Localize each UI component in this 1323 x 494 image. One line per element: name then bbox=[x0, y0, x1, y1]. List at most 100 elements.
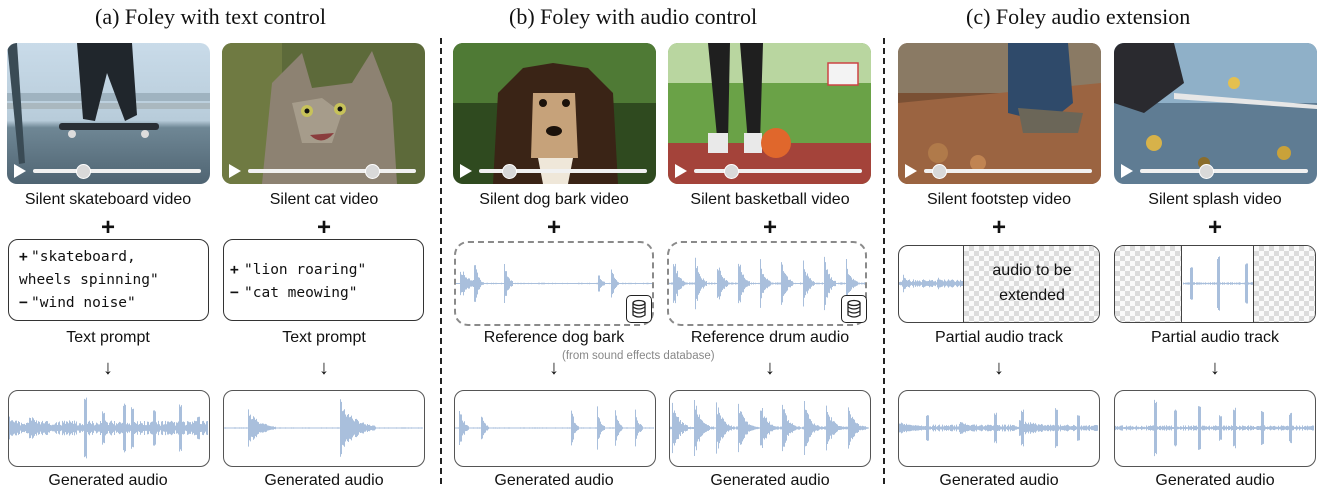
plus-icon: + bbox=[100, 214, 115, 241]
reference-audio-box-dog[interactable] bbox=[454, 241, 654, 326]
progress-track[interactable] bbox=[479, 169, 647, 173]
plus-icon: + bbox=[546, 214, 561, 241]
reference-waveform-drum bbox=[669, 256, 865, 311]
video-label-skateboard: Silent skateboard video bbox=[24, 191, 192, 208]
video-label-splash: Silent splash video bbox=[1148, 191, 1282, 208]
generated-waveform-cat bbox=[224, 399, 423, 457]
section-divider-right bbox=[883, 38, 885, 484]
database-note: (from sound effects database) bbox=[562, 350, 715, 362]
prompt-positive-line2: wheels spinning" bbox=[19, 272, 159, 288]
progress-track[interactable] bbox=[924, 169, 1092, 173]
play-icon[interactable] bbox=[675, 164, 687, 178]
prompt-negative-line: "cat meowing" bbox=[244, 285, 358, 301]
video-thumbnail-splash[interactable] bbox=[1114, 43, 1317, 184]
condition-label-partial-audio: Partial audio track bbox=[1150, 329, 1280, 346]
condition-label-reference-dog: Reference dog bark bbox=[483, 329, 625, 346]
play-icon[interactable] bbox=[1121, 164, 1133, 178]
video-label-cat: Silent cat video bbox=[269, 191, 379, 208]
prompt-negative-symbol: − bbox=[19, 295, 28, 311]
condition-label-text-prompt: Text prompt bbox=[282, 329, 366, 346]
arrow-down-icon: ↓ bbox=[103, 357, 113, 379]
generated-audio-label: Generated audio bbox=[710, 472, 830, 489]
progress-track[interactable] bbox=[694, 169, 862, 173]
arrow-down-icon: ↓ bbox=[765, 357, 775, 379]
generated-audio-box-dog[interactable] bbox=[454, 390, 656, 467]
generated-audio-box-drum[interactable] bbox=[669, 390, 871, 467]
progress-knob[interactable] bbox=[76, 164, 92, 179]
prompt-negative-symbol: − bbox=[230, 285, 239, 301]
partial-audio-box-footstep[interactable]: audio to be extended bbox=[898, 245, 1100, 323]
section-title-text-control: (a) Foley with text control bbox=[95, 4, 326, 29]
progress-track[interactable] bbox=[33, 169, 201, 173]
play-icon[interactable] bbox=[229, 164, 241, 178]
video-label-dog: Silent dog bark video bbox=[479, 191, 629, 208]
generated-waveform-footstep bbox=[899, 408, 1098, 448]
play-icon[interactable] bbox=[460, 164, 472, 178]
generated-audio-label: Generated audio bbox=[939, 472, 1059, 489]
text-prompt-box-skateboard[interactable]: + "skateboard, wheels spinning" − "wind … bbox=[8, 239, 209, 321]
prompt-positive-line1: "lion roaring" bbox=[244, 262, 367, 278]
prompt-positive-symbol: + bbox=[19, 249, 28, 265]
arrow-down-icon: ↓ bbox=[1210, 357, 1220, 379]
video-thumbnail-skateboard[interactable] bbox=[7, 43, 210, 184]
footstep-scene-image bbox=[898, 43, 1101, 184]
partial-waveform-footstep bbox=[899, 274, 963, 293]
video-thumbnail-dog[interactable] bbox=[453, 43, 656, 184]
arrow-down-icon: ↓ bbox=[994, 357, 1004, 379]
section-title-audio-extension: (c) Foley audio extension bbox=[966, 4, 1191, 29]
arrow-down-icon: ↓ bbox=[549, 357, 559, 379]
play-icon[interactable] bbox=[14, 164, 26, 178]
section-divider-left bbox=[440, 38, 442, 484]
reference-waveform-dog bbox=[456, 263, 652, 304]
database-icon bbox=[626, 295, 652, 323]
generated-waveform-dog bbox=[455, 406, 654, 450]
condition-label-partial-audio: Partial audio track bbox=[934, 329, 1064, 346]
play-icon[interactable] bbox=[905, 164, 917, 178]
skateboard-scene-image bbox=[7, 43, 210, 184]
progress-knob[interactable] bbox=[365, 164, 381, 179]
video-label-footstep: Silent footstep video bbox=[926, 191, 1072, 208]
video-label-basketball: Silent basketball video bbox=[690, 191, 850, 208]
progress-track[interactable] bbox=[248, 169, 416, 173]
generated-audio-box-footstep[interactable] bbox=[898, 390, 1100, 467]
generated-audio-label: Generated audio bbox=[48, 472, 168, 489]
progress-knob[interactable] bbox=[723, 164, 739, 179]
progress-track[interactable] bbox=[1140, 169, 1308, 173]
prompt-negative-line: "wind noise" bbox=[31, 295, 136, 311]
progress-knob[interactable] bbox=[1198, 164, 1214, 179]
plus-icon: + bbox=[316, 214, 331, 241]
masked-region bbox=[963, 246, 1099, 322]
partial-waveform-splash bbox=[1183, 256, 1253, 311]
video-thumbnail-footstep[interactable] bbox=[898, 43, 1101, 184]
video-thumbnail-cat[interactable] bbox=[222, 43, 425, 184]
generated-waveform-drum bbox=[670, 399, 869, 457]
generated-audio-label: Generated audio bbox=[264, 472, 384, 489]
section-title-audio-control: (b) Foley with audio control bbox=[509, 4, 758, 29]
text-prompt-box-cat[interactable]: + "lion roaring" − "cat meowing" bbox=[223, 239, 424, 321]
progress-knob[interactable] bbox=[932, 164, 948, 179]
prompt-positive-line1: "skateboard, bbox=[31, 249, 136, 265]
database-icon bbox=[841, 295, 867, 323]
plus-icon: + bbox=[1207, 214, 1222, 241]
generated-audio-label: Generated audio bbox=[494, 472, 614, 489]
progress-knob[interactable] bbox=[502, 164, 518, 179]
generated-waveform-splash bbox=[1115, 399, 1314, 457]
masked-region bbox=[1115, 246, 1182, 322]
extend-text-line2: extended bbox=[999, 287, 1065, 304]
video-thumbnail-basketball[interactable] bbox=[668, 43, 871, 184]
cat-scene-image bbox=[222, 43, 425, 184]
plus-icon: + bbox=[991, 214, 1006, 241]
basketball-scene-image bbox=[668, 43, 871, 184]
partial-audio-box-splash[interactable] bbox=[1114, 245, 1316, 323]
generated-audio-label: Generated audio bbox=[1155, 472, 1275, 489]
generated-waveform-skateboard bbox=[9, 397, 208, 459]
splash-scene-image bbox=[1114, 43, 1317, 184]
plus-icon: + bbox=[762, 214, 777, 241]
generated-audio-box-splash[interactable] bbox=[1114, 390, 1316, 467]
generated-audio-box-cat[interactable] bbox=[223, 390, 425, 467]
masked-region bbox=[1253, 246, 1315, 322]
dog-scene-image bbox=[453, 43, 656, 184]
generated-audio-box-skateboard[interactable] bbox=[8, 390, 210, 467]
condition-label-reference-drum: Reference drum audio bbox=[690, 329, 850, 346]
reference-audio-box-drum[interactable] bbox=[667, 241, 867, 326]
